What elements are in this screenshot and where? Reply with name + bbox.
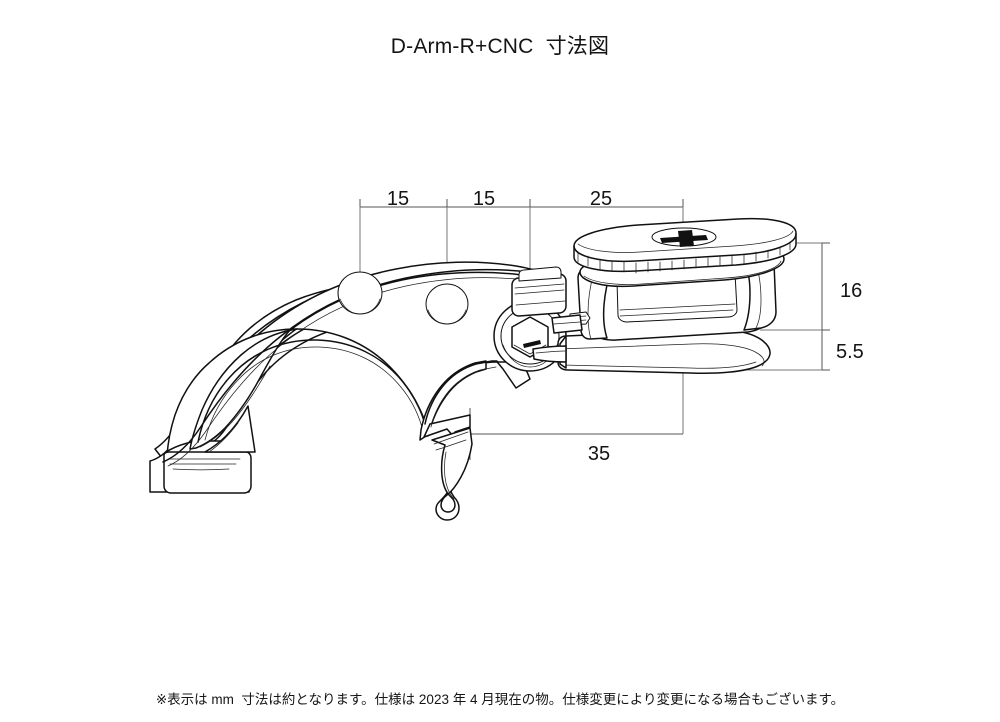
dimension-label-right-1: 16 (840, 280, 862, 302)
bottom-dimension (469, 408, 683, 460)
dimension-label-top-1: 15 (387, 188, 409, 210)
hex-bolt-head (511, 316, 549, 358)
dimension-label-top-2: 15 (473, 188, 495, 210)
arm-web (189, 328, 298, 450)
hole-left (337, 271, 383, 315)
upright-bracket (511, 266, 567, 317)
dimension-label-top-3: 25 (590, 188, 612, 210)
hole-right (425, 283, 469, 325)
bridge-plate (532, 345, 567, 363)
page-title: D-Arm-R+CNC 寸法図 (390, 35, 610, 58)
dimension-label-bottom-1: 35 (588, 443, 610, 465)
knurl-ticks (577, 242, 791, 274)
footer-disclaimer: ※表示は mm 寸法は約となります。仕様は 2023 年 4 月現在の物。仕様変… (155, 692, 845, 707)
arm-inner-edge (424, 360, 498, 428)
arch-cutout (197, 339, 429, 443)
center-knob (651, 227, 717, 247)
dimension-labels: 15 15 25 16 5.5 35 (387, 188, 864, 465)
dimension-label-right-2: 5.5 (836, 341, 864, 363)
arm-top-edge-crisp (162, 268, 542, 467)
